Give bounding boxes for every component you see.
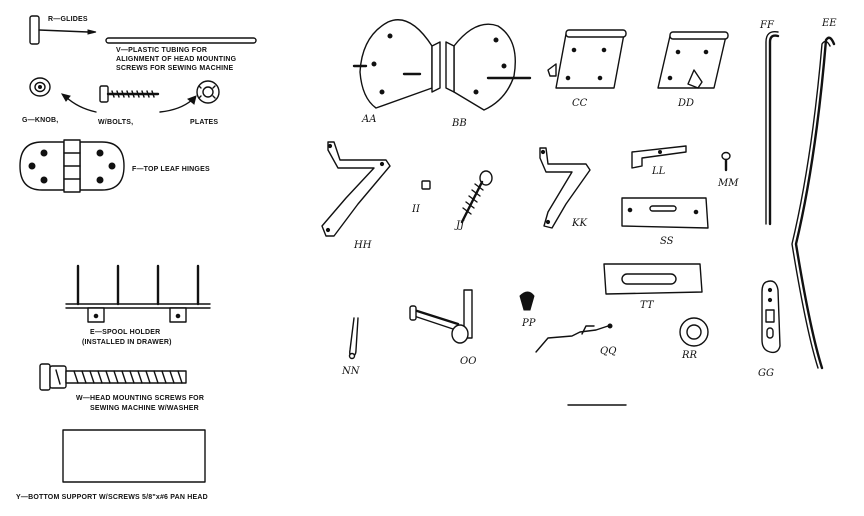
part-cc <box>547 29 627 89</box>
plastic-tubing-part <box>105 37 257 44</box>
part-kk-label: KK <box>571 218 587 229</box>
arrow-head-knob <box>60 93 71 102</box>
part-bb <box>445 23 532 111</box>
glides-label: R—GLIDES <box>48 16 88 23</box>
part-aa <box>352 19 441 109</box>
part-tt <box>603 263 703 295</box>
part-mm <box>721 151 731 172</box>
part-ll-label: LL <box>651 166 666 177</box>
glide-part <box>29 15 97 45</box>
part-nn <box>348 317 359 360</box>
arrow-head-plate <box>187 95 197 105</box>
head-mounting-screw-part <box>39 363 187 391</box>
part-hh-label: HH <box>353 240 372 251</box>
part-jj <box>460 170 493 224</box>
part-ff-label: FF <box>759 20 775 31</box>
part-cc-label: CC <box>572 98 588 109</box>
part-dd-label: DD <box>677 98 694 109</box>
part-ss-label: SS <box>660 236 674 247</box>
part-aa-label: AA <box>361 114 376 125</box>
spool-holder-label-line-1: E—SPOOL HOLDER <box>90 329 160 336</box>
part-ee <box>791 36 836 370</box>
part-mm-label: MM <box>717 178 739 189</box>
part-hh <box>321 141 391 237</box>
part-tt-label: TT <box>640 300 655 311</box>
part-qq <box>535 323 613 353</box>
part-gg <box>761 280 781 354</box>
knob-label: G—KNOB, <box>22 117 58 124</box>
part-kk <box>539 147 591 229</box>
part-ss <box>621 197 709 229</box>
plate-part <box>196 80 220 104</box>
part-ee-label: EE <box>821 18 837 29</box>
spool-holder-label-line-2: (INSTALLED IN DRAWER) <box>82 339 172 346</box>
knob-part <box>29 77 51 97</box>
part-rr-label: RR <box>681 350 698 361</box>
part-bb-label: BB <box>451 118 467 129</box>
bolts-label: W/BOLTS, <box>98 119 133 126</box>
bolt-part <box>99 85 160 103</box>
part-pp-label: PP <box>521 318 536 329</box>
head-screws-label-line-2: SEWING MACHINE W/WASHER <box>90 405 199 412</box>
part-oo <box>409 289 473 344</box>
tubing-label-line-3: SCREWS FOR SEWING MACHINE <box>116 65 234 72</box>
bottom-support-label: Y—BOTTOM SUPPORT W/SCREWS 5/8"x#6 PAN HE… <box>16 494 208 501</box>
plates-label: PLATES <box>190 119 218 126</box>
part-jj-label: JJ <box>454 220 465 231</box>
part-ii-label: II <box>411 204 421 215</box>
top-leaf-hinge-part <box>19 139 125 193</box>
arrow-to-knob <box>65 96 97 113</box>
arrow-to-plate <box>159 99 193 113</box>
hinges-label: F—TOP LEAF HINGES <box>132 166 210 173</box>
tubing-label-line-2: ALIGNMENT OF HEAD MOUNTING <box>116 56 237 63</box>
part-pp <box>519 291 535 311</box>
part-qq-label: QQ <box>600 346 616 357</box>
part-ff <box>765 31 780 226</box>
part-rr <box>679 317 709 347</box>
part-nn-label: NN <box>341 366 361 377</box>
bottom-support-part <box>62 429 206 483</box>
part-oo-label: OO <box>460 356 476 367</box>
part-ii <box>421 180 431 190</box>
part-ll <box>631 145 687 169</box>
part-gg-label: GG <box>758 368 774 379</box>
tubing-label-line-1: V—PLASTIC TUBING FOR <box>116 47 207 54</box>
head-screws-label-line-1: W—HEAD MOUNTING SCREWS FOR <box>76 395 204 402</box>
part-dd <box>657 31 729 89</box>
spool-holder-part <box>65 264 211 323</box>
